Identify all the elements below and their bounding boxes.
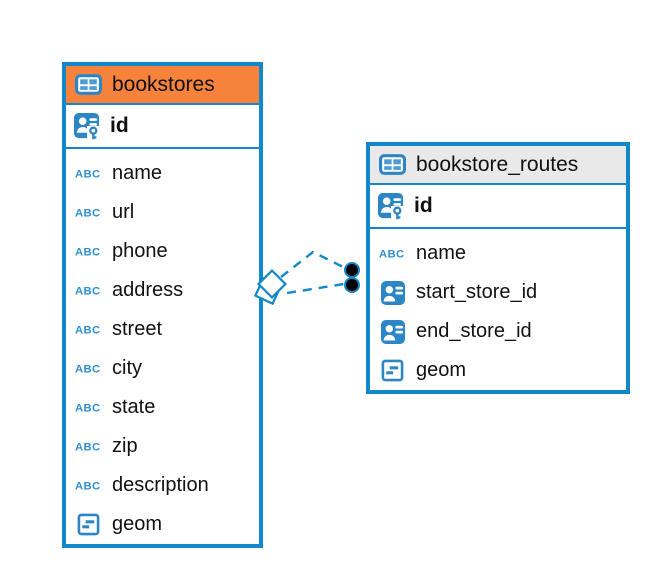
abc-text-icon [74,167,103,180]
field-label: geom [112,513,163,535]
field-row[interactable]: state [66,388,259,427]
field-row[interactable]: city [66,349,259,388]
relationship-dot-markers[interactable] [344,262,360,293]
field-label: state [112,396,156,418]
field-rows: name start_store_id end_store_id geom [370,229,626,390]
field-label: address [112,279,184,301]
primary-key-label: id [110,114,129,137]
abc-text-icon [378,247,407,260]
field-row[interactable]: street [66,310,259,349]
field-row[interactable]: zip [66,427,259,466]
primary-key-label: id [414,194,433,217]
field-row[interactable]: start_store_id [370,273,626,312]
primary-key-row[interactable]: id [66,105,259,149]
primary-key-row[interactable]: id [370,185,626,229]
field-label: description [112,474,209,496]
field-row[interactable]: geom [370,351,626,390]
table-bookstore-routes[interactable]: bookstore_routes id name start_store_id [366,142,630,394]
abc-text-icon [74,479,103,492]
field-label: phone [112,240,168,262]
abc-text-icon [74,362,103,375]
field-row[interactable]: name [370,234,626,273]
relationship-dashed-lines[interactable] [280,250,346,295]
person-key-icon [377,192,406,221]
field-label: start_store_id [416,281,538,303]
table-title: bookstores [112,72,215,96]
field-label: geom [416,359,467,381]
table-bookstores-header[interactable]: bookstores [66,66,259,105]
field-row[interactable]: name [66,154,259,193]
field-label: zip [112,435,138,457]
field-row[interactable]: description [66,466,259,505]
table-bookstores[interactable]: bookstores id name url phone [62,62,263,548]
abc-text-icon [74,323,103,336]
field-rows: name url phone address street [66,149,259,544]
field-label: end_store_id [416,320,532,342]
relationship-diamond-marker[interactable] [253,269,287,306]
abc-text-icon [74,206,103,219]
table-title: bookstore_routes [416,152,579,176]
table-grid-icon [74,74,103,95]
table-grid-icon [378,154,407,175]
geometry-icon [378,359,407,382]
abc-text-icon [74,440,103,453]
table-bookstore-routes-header[interactable]: bookstore_routes [370,146,626,185]
geometry-icon [74,513,103,536]
field-row[interactable]: end_store_id [370,312,626,351]
abc-text-icon [74,284,103,297]
abc-text-icon [74,245,103,258]
person-key-icon [73,112,102,141]
field-label: city [112,357,142,379]
field-label: name [112,162,163,184]
field-row[interactable]: url [66,193,259,232]
person-ref-icon [378,319,407,345]
abc-text-icon [74,401,103,414]
field-label: url [112,201,135,223]
field-label: street [112,318,163,340]
field-row[interactable]: geom [66,505,259,544]
field-row[interactable]: phone [66,232,259,271]
field-label: name [416,242,467,264]
person-ref-icon [378,280,407,306]
field-row[interactable]: address [66,271,259,310]
